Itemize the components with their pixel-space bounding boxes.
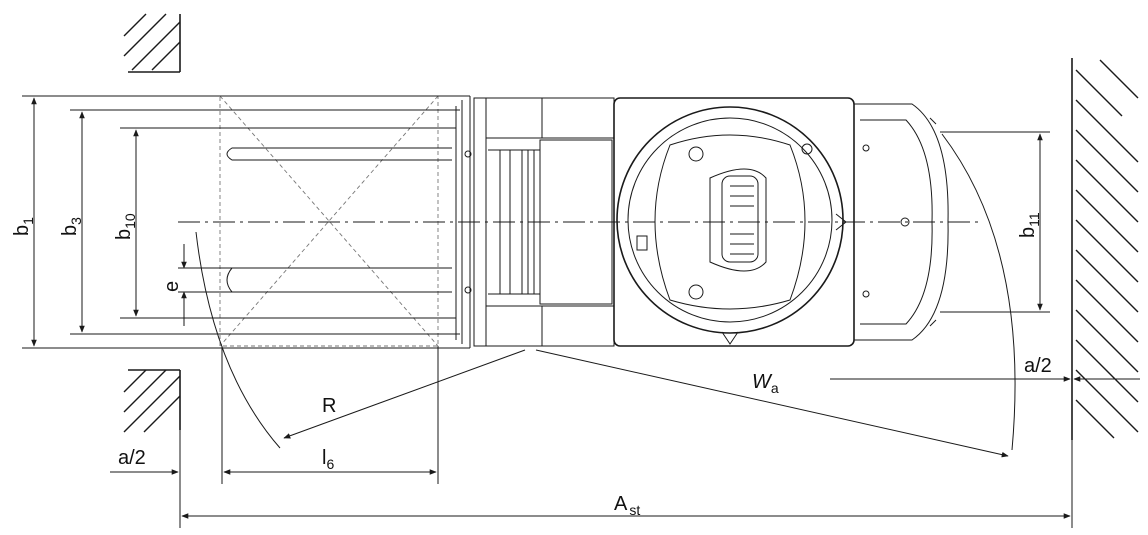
operator-compartment xyxy=(616,106,847,345)
label-R: R xyxy=(322,395,336,417)
pallet-outline xyxy=(219,95,439,347)
radius-line-R xyxy=(283,349,526,439)
wall-top-left xyxy=(123,13,181,73)
fork-lower xyxy=(226,267,452,293)
label-b11: b11 xyxy=(1017,212,1042,238)
load-outline xyxy=(22,95,471,349)
wall-bottom-left xyxy=(123,369,181,433)
label-b1: b1 xyxy=(11,217,36,236)
label-b10: b10 xyxy=(113,213,138,240)
label-Wa: Wa xyxy=(752,371,779,396)
label-a2-left: a/2 xyxy=(118,447,146,469)
dimension-e xyxy=(178,244,236,326)
turning-arc-right xyxy=(941,133,1016,451)
dimension-l6 xyxy=(221,346,439,484)
radius-line-Wa xyxy=(535,349,1009,458)
label-a2-right: a/2 xyxy=(1024,355,1052,377)
fork-upper xyxy=(226,147,452,161)
label-b3: b3 xyxy=(59,217,84,236)
dimension-b11 xyxy=(940,131,1050,313)
label-e: e xyxy=(161,281,183,292)
label-l6: l6 xyxy=(322,447,334,472)
turning-arc-left xyxy=(195,231,281,449)
wall-right xyxy=(1071,58,1139,440)
dimension-a2-left xyxy=(110,430,181,528)
dimension-Ast xyxy=(181,440,1073,528)
